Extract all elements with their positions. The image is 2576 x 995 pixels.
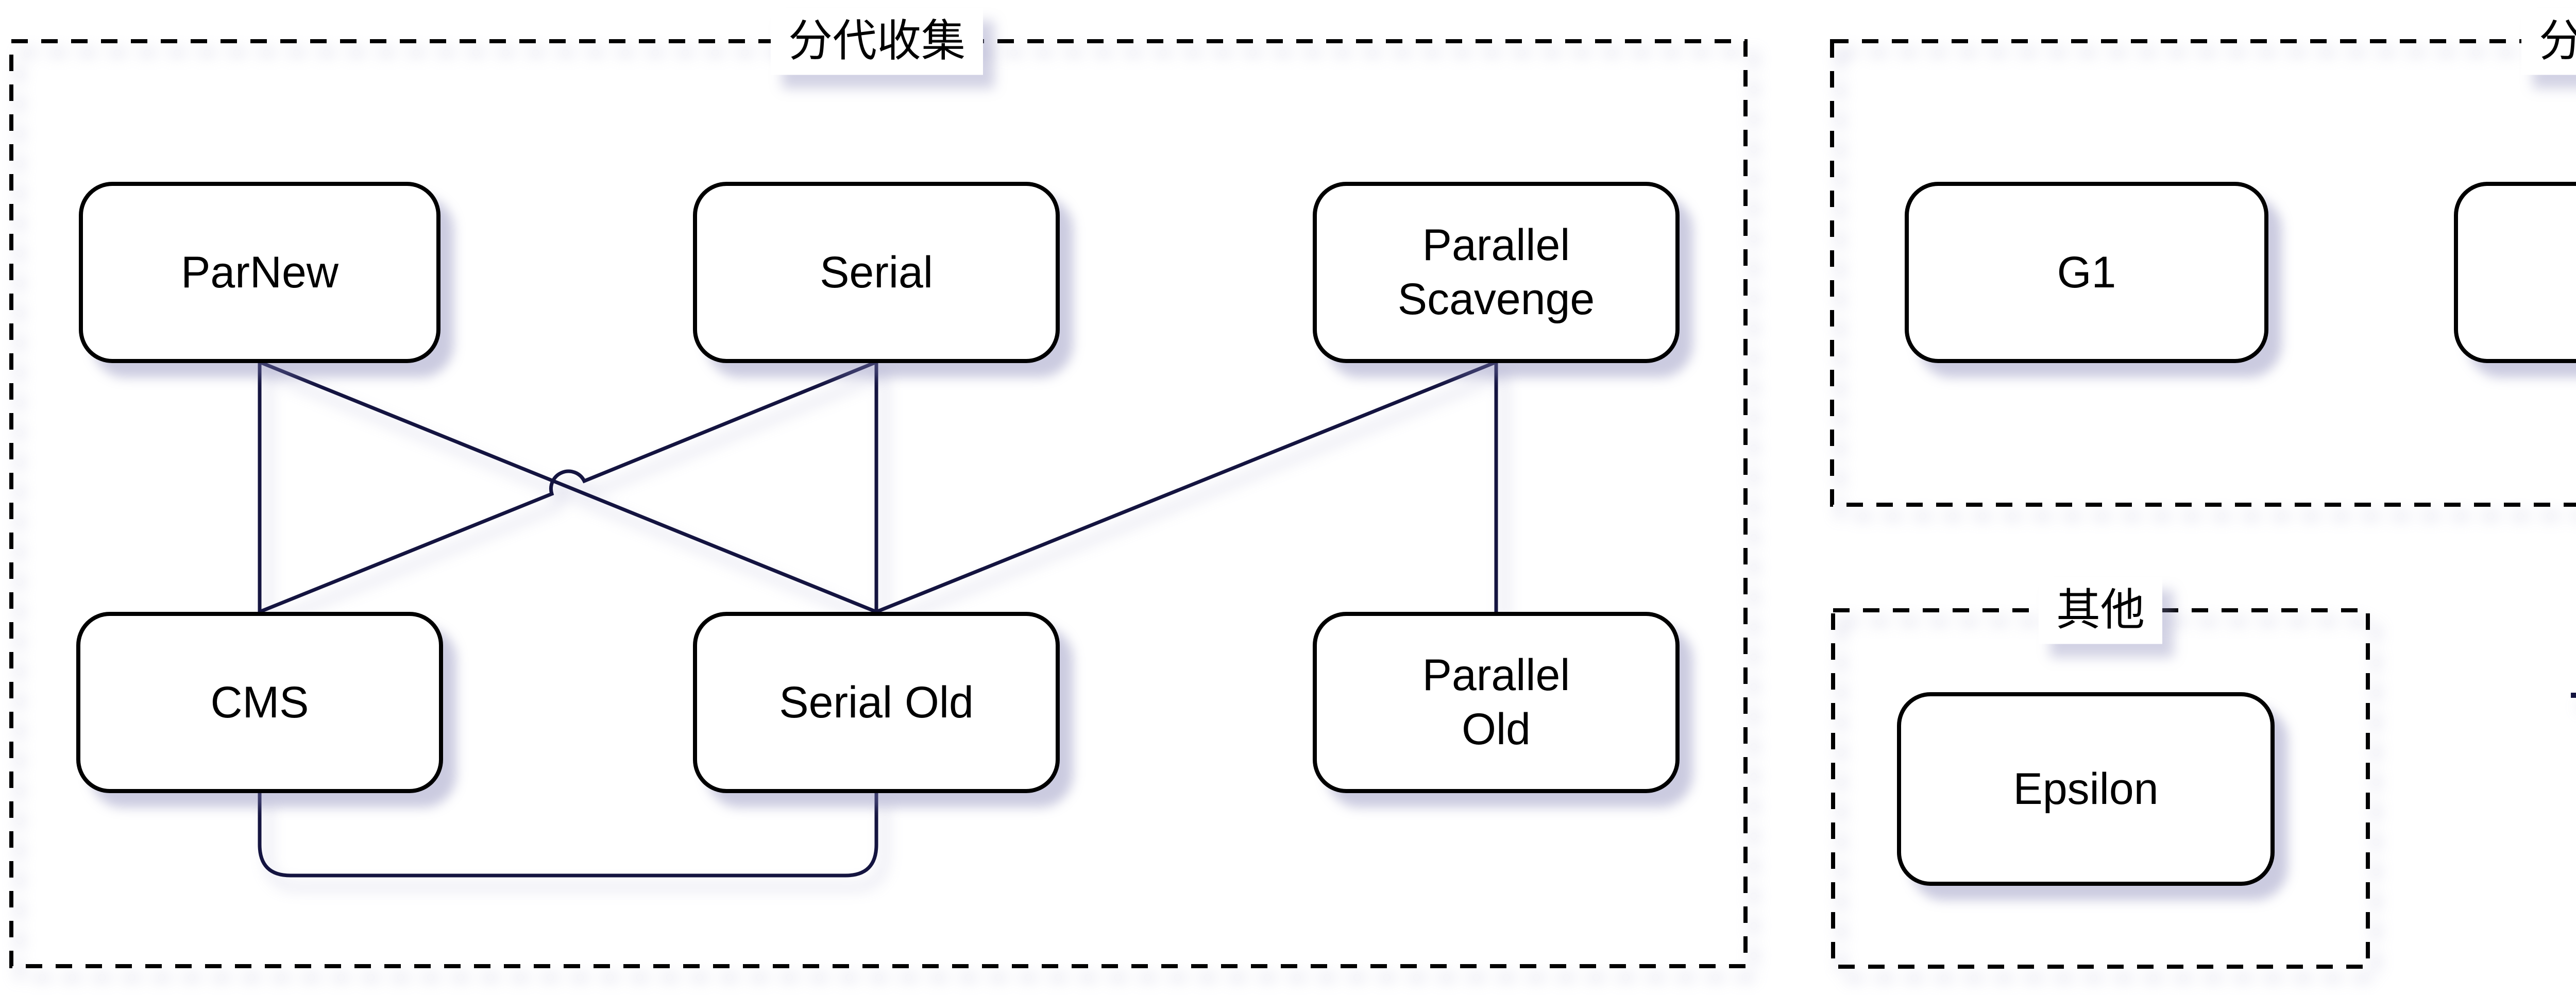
node-serial: Serial [693, 182, 1060, 363]
node-parnew: ParNew [79, 182, 440, 363]
connector-cms-serialold-bottom [258, 793, 878, 878]
group-regional-title: 分区收集 [2521, 7, 2576, 75]
connector-parnew-serialold [259, 360, 877, 614]
node-parallel-scavenge: Parallel Scavenge [1313, 182, 1680, 363]
node-zgc: ZGC [2454, 182, 2576, 363]
connector-serial-cms [259, 360, 877, 614]
group-generational-border [9, 39, 1748, 968]
node-parallel-old: Parallel Old [1313, 612, 1680, 793]
node-serial-old: Serial Old [693, 612, 1060, 793]
group-other-title: 其他 [2039, 576, 2162, 644]
node-g1: G1 [1905, 182, 2268, 363]
node-epsilon: Epsilon [1897, 692, 2275, 886]
group-generational-title: 分代收集 [771, 7, 983, 75]
connector-parallelscavenge-serialold [875, 360, 1497, 614]
node-cms: CMS [76, 612, 443, 793]
